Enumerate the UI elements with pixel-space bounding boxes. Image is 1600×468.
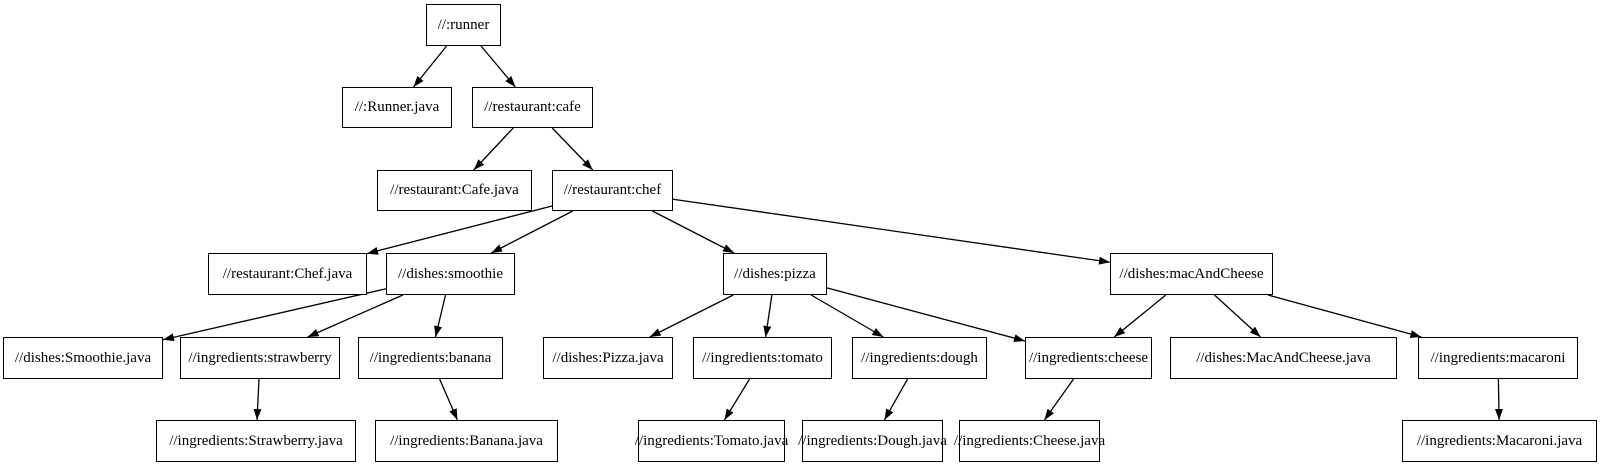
edge-banana-banana_java [439,378,458,421]
edge-pizza-tomato [763,294,773,338]
edge-runner-cafe [480,45,516,88]
edge-mac_and_cheese-cheese [1113,294,1167,338]
node-pizza: //dishes:pizza [723,253,827,295]
node-strawberry: //ingredients:strawberry [180,337,340,379]
node-cheese: //ingredients:cheese [1025,337,1152,379]
edge-mac_and_cheese-macaroni [1267,294,1422,338]
node-smoothie: //dishes:smoothie [386,253,515,295]
node-cafe: //restaurant:cafe [472,87,593,128]
edge-cafe-chef [551,127,594,171]
edge-dough-dough_java [883,378,909,421]
edge-chef-mac_and_cheese [672,198,1111,265]
node-tomato-java: //ingredients:Tomato.java [635,420,788,462]
edge-smoothie-strawberry [307,294,404,338]
edge-pizza-pizza_java [649,294,734,338]
edge-mac_and_cheese-mac_and_cheese_java [1214,294,1261,338]
edge-smoothie-smoothie_java [162,288,387,342]
node-runner-java: //:Runner.java [342,87,452,128]
node-dough: //ingredients:dough [852,337,987,379]
edge-cheese-cheese_java [1043,378,1075,421]
node-banana-java: //ingredients:Banana.java [375,420,558,462]
node-macaroni-java: //ingredients:Macaroni.java [1402,420,1597,462]
node-pizza-java: //dishes:Pizza.java [543,337,673,379]
edge-pizza-cheese [826,287,1026,343]
edge-strawberry-strawberry_java [253,378,262,421]
edge-macaroni-macaroni_java [1494,378,1503,421]
node-chef-java: //restaurant:Chef.java [208,253,367,295]
edge-cafe-cafe_java [473,127,514,171]
node-smoothie-java: //dishes:Smoothie.java [3,337,163,379]
edge-chef-pizza [652,210,735,254]
node-cafe-java: //restaurant:Cafe.java [377,170,532,211]
node-banana: //ingredients:banana [358,337,503,379]
node-cheese-java: //ingredients:Cheese.java [954,420,1105,462]
edge-runner-runner_java [413,45,448,88]
node-chef: //restaurant:chef [552,170,673,211]
node-mac-and-cheese: //dishes:macAndCheese [1110,253,1273,295]
node-dough-java: //ingredients:Dough.java [798,420,947,462]
edge-pizza-dough [810,294,884,338]
node-strawberry-java: //ingredients:Strawberry.java [156,420,356,462]
edge-smoothie-banana [434,294,447,338]
node-macaroni: //ingredients:macaroni [1418,337,1578,379]
edge-chef-smoothie [490,210,574,254]
edge-tomato-tomato_java [723,378,751,421]
node-mac-and-cheese-java: //dishes:MacAndCheese.java [1170,337,1397,379]
edge-chef-chef_java [366,205,553,255]
node-runner: //:runner [426,4,501,46]
node-tomato: //ingredients:tomato [693,337,832,379]
